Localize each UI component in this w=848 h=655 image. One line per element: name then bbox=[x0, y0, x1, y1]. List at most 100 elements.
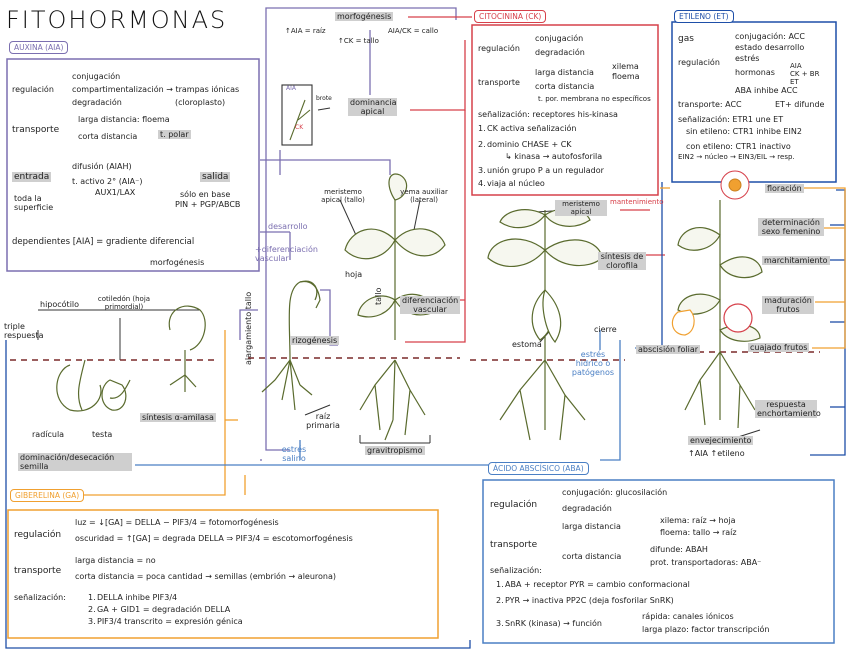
aba-larga: larga distancia bbox=[562, 522, 621, 531]
aba-reg-1: conjugación: glucosilación bbox=[562, 488, 668, 497]
et-senal: señalización: ETR1 une ET bbox=[678, 115, 784, 124]
giberelina-box bbox=[7, 509, 439, 639]
ck-step-1: 1.CK activa señalización bbox=[478, 124, 577, 133]
et-reg-2: estado desarrollo bbox=[735, 43, 805, 52]
et-reg-3: estrés bbox=[735, 54, 760, 63]
ck-senal: señalización: receptores his-kinasa bbox=[478, 110, 618, 119]
label-respuesta: respuesta enchortamiento bbox=[755, 400, 821, 419]
aba-larga-2: floema: tallo → raíz bbox=[660, 528, 737, 537]
aba-func-2: larga plazo: factor transcripción bbox=[642, 625, 770, 634]
ga-luz: luz = ↓[GA] = DELLA − PIF3/4 = fotomorfo… bbox=[75, 518, 279, 527]
et-regulacion: regulación bbox=[678, 58, 720, 67]
auxina-polar: t. polar bbox=[158, 130, 191, 140]
ga-step-3: 3.PIF3/4 transcrito = expresión génica bbox=[88, 617, 243, 626]
pointer-lines bbox=[37, 107, 761, 444]
label-triple: triple respuesta bbox=[4, 322, 44, 341]
ck-step-2b: ↳ kinasa → autofosforila bbox=[505, 152, 603, 161]
label-marchitamiento: marchitamiento bbox=[762, 256, 830, 266]
aba-corta-2: prot. transportadoras: ABA⁻ bbox=[650, 558, 762, 567]
ck-transporte: transporte bbox=[478, 78, 520, 87]
label-aia-ck: AIA/CK = callo bbox=[388, 27, 439, 35]
auxina-regulacion: regulación bbox=[12, 85, 54, 94]
fruit-apple bbox=[723, 303, 753, 333]
label-estres-salino: estrés salino bbox=[281, 445, 307, 464]
flowering-plant bbox=[677, 200, 763, 429]
dominancia-inset bbox=[281, 84, 313, 146]
ga-larga: larga distancia = no bbox=[75, 556, 156, 565]
label-gravitropismo: gravitropismo bbox=[365, 446, 425, 456]
auxina-tag: AUXINA (AIA) bbox=[9, 41, 69, 54]
et-gas: gas bbox=[678, 34, 694, 44]
auxina-entrada-1: difusión (AIAH) bbox=[72, 162, 132, 171]
label-maduracion: maduración frutos bbox=[762, 296, 814, 315]
auxina-connectors bbox=[239, 7, 457, 461]
ga-regulacion: regulación bbox=[14, 530, 62, 540]
bent-seedling bbox=[261, 280, 321, 411]
label-cuajado: cuajado frutos bbox=[748, 343, 810, 353]
ck-reg-1: conjugación bbox=[535, 34, 584, 43]
auxina-dependientes: dependientes [AIA] = gradiente diferenci… bbox=[12, 237, 195, 247]
aba-corta: corta distancia bbox=[562, 552, 622, 561]
auxina-entrada-2: t. activo 2° (AIA⁻) bbox=[72, 177, 143, 186]
aba-step-3: 3.SnRK (kinasa) → función bbox=[496, 619, 602, 628]
label-estres-hidrico: estrés hídrico o patógenos bbox=[571, 350, 615, 378]
aba-reg-2: degradación bbox=[562, 504, 612, 513]
label-aia-inset: AIA bbox=[286, 85, 296, 92]
auxina-larga: larga distancia: floema bbox=[78, 115, 170, 124]
label-cotiledon: cotiledón (hoja primordial) bbox=[97, 295, 151, 312]
label-raiz: raíz primaria bbox=[306, 412, 340, 431]
ga-senal: señalización: bbox=[14, 593, 66, 602]
ck-step-2: 2.dominio CHASE + CK bbox=[478, 140, 572, 149]
label-hipocotilo: hipocótilo bbox=[40, 300, 80, 309]
et-reg-1: conjugación: ACC bbox=[735, 32, 805, 41]
etileno-box bbox=[671, 21, 837, 183]
auxina-corta: corta distancia bbox=[78, 132, 138, 141]
abscisico-tag: ÁCIDO ABSCÍSICO (ABA) bbox=[488, 462, 589, 475]
label-yema: yema auxiliar (lateral) bbox=[400, 188, 448, 205]
label-morfogenesis: morfogénesis bbox=[335, 12, 394, 22]
label-dominacion: dominación/desecación semilla bbox=[18, 453, 132, 472]
aba-regulacion: regulación bbox=[490, 500, 538, 510]
ck-corta-note: t. por. membrana no específicos bbox=[538, 95, 651, 103]
et-sin: sin etileno: CTR1 inhibe EIN2 bbox=[686, 127, 802, 136]
ck-regulacion: regulación bbox=[478, 44, 520, 53]
et-transporte: transporte: ACC bbox=[678, 100, 742, 109]
label-estoma: estoma bbox=[512, 340, 542, 349]
et-reg-7: ET bbox=[790, 78, 799, 86]
auxina-salida-1: sólo en base bbox=[180, 190, 231, 199]
label-mantenimiento: mantenimiento bbox=[610, 198, 664, 206]
et-con: con etileno: CTR1 inactivo bbox=[686, 142, 791, 151]
ck-step-4: 4.viaja al núcleo bbox=[478, 179, 545, 188]
label-envejecimiento: envejecimiento bbox=[688, 436, 754, 446]
ga-corta: corta distancia = poca cantidad → semill… bbox=[75, 572, 337, 581]
ck-step-3: 3.unión grupo P a un regulador bbox=[478, 166, 604, 175]
auxina-reg-3: degradación bbox=[72, 98, 122, 107]
label-determinacion: determinación sexo femenino bbox=[758, 218, 824, 237]
auxina-toda: toda la superficie bbox=[14, 194, 54, 213]
auxina-box bbox=[6, 58, 260, 272]
auxina-transporte: transporte bbox=[12, 125, 60, 135]
flower bbox=[720, 170, 750, 200]
fruit-pear bbox=[671, 309, 695, 336]
auxina-salida: salida bbox=[200, 172, 231, 183]
auxina-reg-2: compartimentalización → trampas iónicas bbox=[72, 85, 240, 94]
label-dif-vascular: +diferenciación vascular bbox=[255, 245, 318, 264]
label-dominancia: dominancia apical bbox=[348, 98, 397, 117]
label-sintesis-clorofila: síntesis de clorofila bbox=[598, 252, 646, 271]
citocinina-tag: CITOCININA (CK) bbox=[474, 10, 547, 23]
et-reg-6: CK + BR bbox=[790, 70, 820, 78]
et-difunde: ET+ difunde bbox=[775, 100, 825, 109]
citocinina-box bbox=[471, 24, 659, 196]
label-floracion: floración bbox=[765, 184, 804, 194]
aba-step-1: 1.ABA + receptor PYR = cambio conformaci… bbox=[496, 580, 690, 589]
aba-func-1: rápida: canales iónicos bbox=[642, 612, 734, 621]
ck-larga: larga distancia bbox=[535, 68, 594, 77]
ga-step-2: 2.GA + GID1 = degradación DELLA bbox=[88, 605, 231, 614]
et-reg-4: hormonas bbox=[735, 68, 775, 77]
et-ein2: EIN2 → núcleo → EIN3/EIL → resp. bbox=[678, 153, 795, 161]
label-cierre: cierre bbox=[594, 325, 617, 334]
label-alargamiento: alargamiento tallo bbox=[244, 291, 253, 365]
ga-transporte: transporte bbox=[14, 566, 62, 576]
label-ck-tallo: ↑CK = tallo bbox=[338, 37, 379, 45]
